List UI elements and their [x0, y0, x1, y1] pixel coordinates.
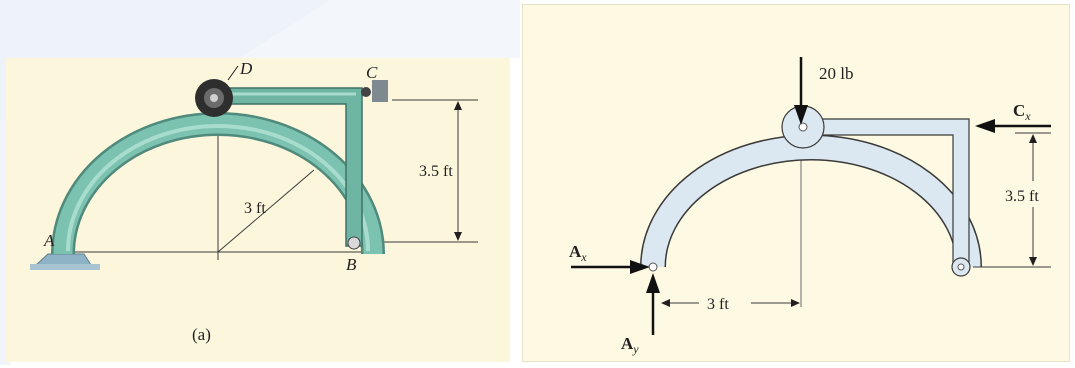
dim-3-5ft-arrow-top	[1029, 134, 1037, 143]
fbd-pin-a	[648, 262, 658, 272]
label-height: 3.5 ft	[419, 163, 453, 180]
dim-3-5ft-arrow-bottom	[1029, 257, 1037, 266]
wall-c	[372, 80, 388, 102]
pin-b	[347, 236, 361, 250]
figure-a-drawing: D C A B 3 ft 3.5 ft (a)	[30, 59, 478, 344]
label-3-5ft: 3.5 ft	[1005, 188, 1039, 205]
label-d: D	[239, 59, 253, 78]
force-20lb-head	[794, 105, 808, 125]
fbd-arch	[641, 135, 981, 268]
pin-support-a	[34, 253, 92, 266]
dim-3-5ft	[973, 132, 1051, 268]
label-a: A	[43, 231, 55, 250]
figure-b-panel: 20 lb Cx Ax Ay 3.5 ft 3 ft	[522, 4, 1070, 362]
figure-a-panel: D C A B 3 ft 3.5 ft (a)	[6, 58, 510, 362]
dim-3ft-arrow-right	[791, 299, 800, 307]
dim-arrows	[454, 101, 462, 241]
construction-lines	[66, 99, 478, 260]
dim-3ft-arrow-left	[661, 299, 670, 307]
label-3ft: 3 ft	[707, 296, 729, 313]
label-ay: Ay	[621, 334, 639, 356]
fbd-roller-pin	[798, 122, 808, 132]
label-radius: 3 ft	[244, 200, 266, 217]
roller-d-pin	[210, 94, 218, 102]
force-cx-head	[975, 119, 995, 133]
caption-a: (a)	[192, 325, 211, 344]
leader-d	[227, 65, 239, 81]
radius-line	[217, 169, 315, 253]
ground-a	[30, 264, 100, 270]
free-body-diagram: 20 lb Cx Ax Ay 3.5 ft 3 ft	[569, 57, 1051, 356]
label-c: C	[366, 63, 378, 82]
fbd-arch-outline	[640, 134, 982, 268]
fbd-pin-b	[957, 263, 965, 271]
label-b: B	[346, 255, 357, 274]
label-20lb: 20 lb	[819, 64, 853, 83]
pin-c	[361, 87, 371, 97]
force-ax-head	[630, 260, 650, 274]
label-cx: Cx	[1013, 101, 1031, 123]
label-ax: Ax	[569, 242, 587, 264]
force-ay-head	[646, 273, 660, 293]
